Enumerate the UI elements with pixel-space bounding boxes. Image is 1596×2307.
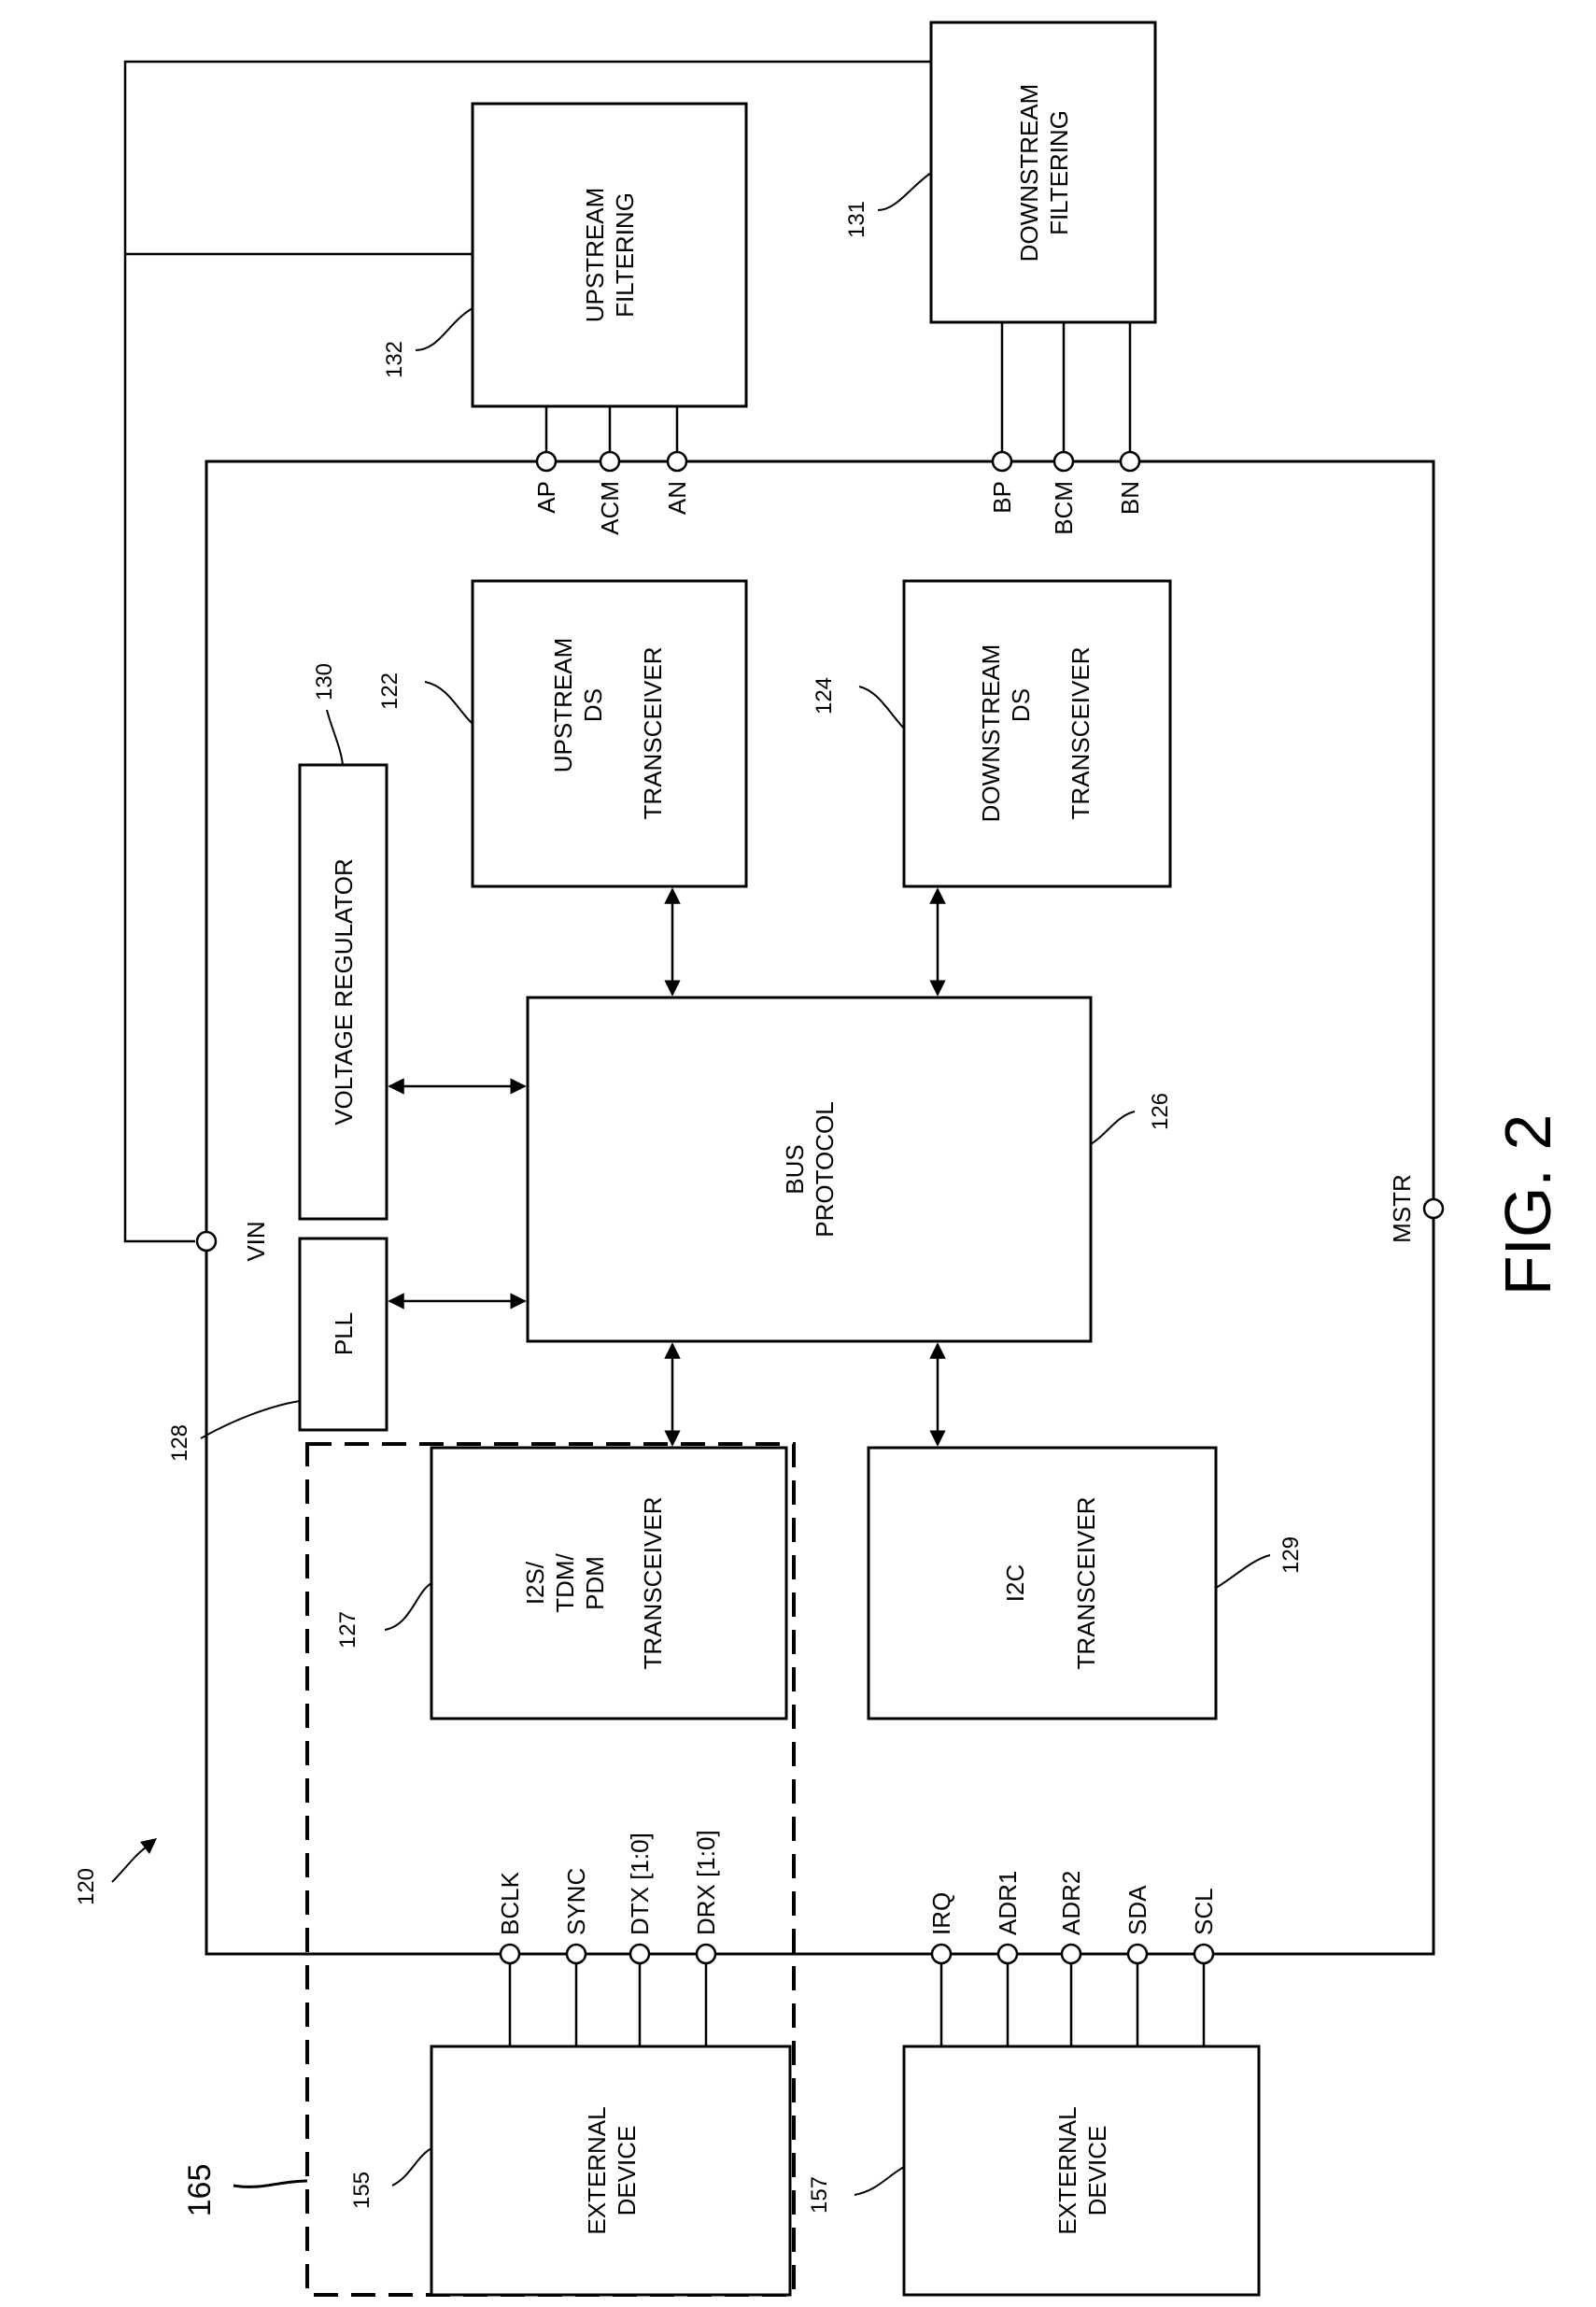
ref-155: 155 [349, 2172, 374, 2209]
upstream-filtering-label-1: UPSTREAM [581, 188, 609, 322]
upstream-filtering-label-2: FILTERING [611, 192, 639, 318]
pin-an [668, 452, 686, 471]
ref-157: 157 [807, 2176, 832, 2214]
ref-130: 130 [312, 663, 337, 701]
bus-protocol-label-2: PROTOCOL [811, 1101, 839, 1237]
external-device-155-label-2: DEVICE [613, 2126, 641, 2216]
ref-128: 128 [167, 1424, 192, 1462]
i2c-transceiver-block: I2C TRANSCEIVER 129 [869, 1448, 1304, 1719]
pin-bclk [501, 1945, 519, 1963]
bus-protocol-block: BUS PROTOCOL 126 [528, 998, 1173, 1341]
downstream-filtering-block: DOWNSTREAM FILTERING 131 [844, 22, 1155, 322]
pin-scl [1194, 1945, 1213, 1963]
downstream-ds-label-2: DS [1007, 688, 1035, 722]
pin-label-sync: SYNC [562, 1868, 590, 1935]
upstream-pin-wires [546, 406, 677, 452]
pin-label-bclk: BCLK [496, 1871, 524, 1935]
external-device-157-label-1: EXTERNAL [1053, 2106, 1081, 2234]
upstream-pins: AP ACM AN [532, 452, 691, 535]
pin-acm [600, 452, 619, 471]
downstream-ds-transceiver-block: DOWNSTREAM DS TRANSCEIVER 124 [812, 581, 1170, 886]
external-device-157-label-2: DEVICE [1083, 2126, 1111, 2216]
i2s-label-2: TDM/ [551, 1552, 579, 1612]
downstream-pins: BP BCM BN [988, 452, 1144, 535]
pin-adr1 [998, 1945, 1017, 1963]
pll-label: PLL [330, 1312, 358, 1355]
pin-label-vin: VIN [242, 1221, 270, 1261]
upstream-ds-label-1: UPSTREAM [549, 638, 577, 772]
ref-165: 165 [182, 2164, 218, 2217]
bus-protocol-label-1: BUS [781, 1144, 809, 1194]
ref-127: 127 [335, 1611, 360, 1649]
ref-124: 124 [812, 677, 837, 715]
pin-label-sda: SDA [1123, 1885, 1151, 1935]
pll-block: PLL 128 [167, 1238, 387, 1462]
pin-ap [537, 452, 556, 471]
pin-adr2 [1062, 1945, 1080, 1963]
i2c-label-2: TRANSCEIVER [1072, 1497, 1100, 1670]
i2c-label-1: I2C [1001, 1564, 1029, 1602]
pin-drx [697, 1945, 715, 1963]
external-device-155-label-1: EXTERNAL [583, 2106, 611, 2234]
pin-label-bp: BP [988, 481, 1016, 514]
pin-sync [567, 1945, 586, 1963]
pin-label-scl: SCL [1190, 1888, 1218, 1935]
voltage-regulator-block: VOLTAGE REGULATOR 130 [300, 663, 387, 1219]
pin-vin [197, 1232, 216, 1251]
pin-label-ap: AP [532, 481, 560, 514]
upstream-ds-transceiver-block: UPSTREAM DS TRANSCEIVER 122 [377, 581, 746, 886]
pin-label-adr1: ADR1 [994, 1871, 1022, 1935]
pin-label-adr2: ADR2 [1057, 1871, 1085, 1935]
i2s-label-1: I2S/ [521, 1561, 549, 1605]
pin-label-an: AN [663, 481, 691, 515]
ref-120: 120 [74, 1868, 99, 1905]
i2c-pins: IRQ ADR1 ADR2 SDA SCL [927, 1871, 1218, 2046]
downstream-ds-label-3: TRANSCEIVER [1066, 647, 1095, 820]
pin-dtx [630, 1945, 649, 1963]
ref-126: 126 [1148, 1093, 1173, 1130]
voltage-regulator-label: VOLTAGE REGULATOR [330, 858, 358, 1125]
ref-122: 122 [377, 672, 403, 710]
pin-bcm [1054, 452, 1073, 471]
pin-label-acm: ACM [596, 481, 624, 535]
i2s-label-4: TRANSCEIVER [639, 1497, 667, 1670]
pin-label-bn: BN [1116, 481, 1144, 515]
pin-label-bcm: BCM [1050, 481, 1078, 535]
downstream-filtering-label-2: FILTERING [1045, 110, 1073, 235]
ref-132: 132 [382, 341, 407, 378]
external-device-157-block: EXTERNAL DEVICE 157 [807, 2046, 1259, 2295]
pin-mstr [1424, 1199, 1443, 1218]
pin-label-mstr: MSTR [1388, 1174, 1416, 1243]
i2s-transceiver-block: I2S/ TDM/ PDM TRANSCEIVER 127 [335, 1448, 786, 1719]
ref-129: 129 [1278, 1536, 1304, 1574]
upstream-ds-label-3: TRANSCEIVER [639, 647, 667, 820]
figure-caption: FIG. 2 [1491, 1114, 1564, 1295]
i2s-label-3: PDM [581, 1556, 609, 1610]
pin-label-dtx: DTX [1:0] [626, 1833, 654, 1935]
pin-irq [932, 1945, 951, 1963]
downstream-ds-label-1: DOWNSTREAM [977, 644, 1005, 823]
pin-label-irq: IRQ [927, 1892, 955, 1935]
pin-bn [1121, 452, 1139, 471]
pin-label-drx: DRX [1:0] [692, 1830, 720, 1935]
upstream-ds-label-2: DS [579, 688, 607, 722]
external-device-155-block: EXTERNAL DEVICE 155 [349, 2046, 790, 2295]
pin-bp [993, 452, 1011, 471]
i2s-pins: BCLK SYNC DTX [1:0] DRX [1:0] [496, 1830, 720, 2046]
ref-120-callout: 120 [74, 1838, 157, 1905]
downstream-pin-wires [1002, 322, 1130, 452]
ref-131: 131 [844, 201, 869, 238]
downstream-filtering-label-1: DOWNSTREAM [1015, 84, 1043, 262]
pin-sda [1128, 1945, 1147, 1963]
